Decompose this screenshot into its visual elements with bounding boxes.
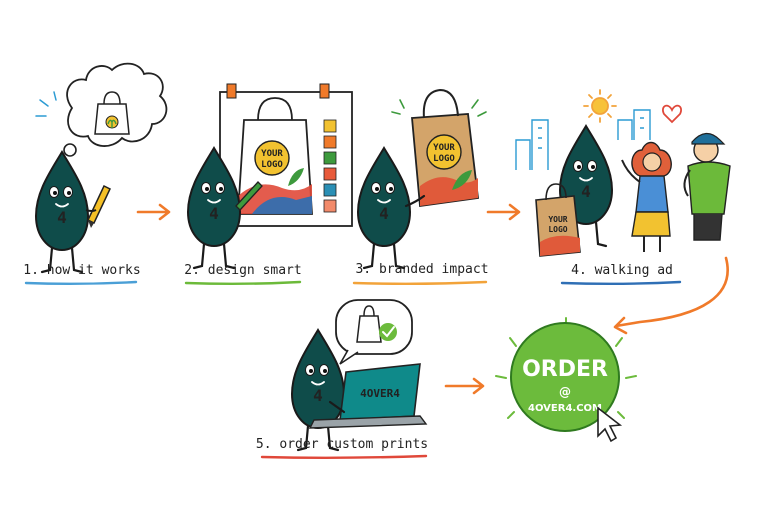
checkmark-icon (379, 323, 397, 341)
step-4-label: 4. walking ad (571, 263, 673, 278)
step-2-design-smart: YOUR LOGO 4 2. design smart (184, 83, 353, 285)
mascot-number: 4 (313, 386, 323, 405)
bag-logo-line1: YOUR (548, 215, 567, 224)
arrow-5-to-cta (444, 377, 485, 395)
mascot-number: 4 (581, 182, 591, 201)
sun-icon (583, 89, 617, 123)
laptop-icon: 4OVER4 (308, 363, 428, 429)
step-2-label: 2. design smart (184, 263, 301, 278)
shopping-bag: YOUR LOGO (535, 183, 581, 257)
bag-logo-line2: LOGO (261, 160, 283, 170)
kraft-shopping-bag: YOUR LOGO (411, 88, 479, 208)
thought-bubble (55, 62, 168, 167)
step-3-underline (352, 280, 488, 285)
cta-line1: ORDER (522, 357, 608, 382)
step-3-label: 3. branded impact (355, 262, 488, 277)
step-4-underline (560, 280, 682, 285)
pencil-icon (87, 184, 111, 228)
step-5-underline (260, 454, 428, 459)
laptop-brand: 4OVER4 (360, 387, 400, 400)
heart-icon (662, 104, 682, 124)
step-3-branded-impact: YOUR LOGO 4 3. branded impact (352, 88, 489, 285)
bag-logo-line1: YOUR (261, 149, 283, 159)
bag-logo-line2: LOGO (433, 154, 455, 164)
marker-icon (235, 181, 263, 211)
waving-woman (621, 141, 672, 252)
mascot-number: 4 (379, 204, 389, 223)
city-skyline (515, 109, 651, 170)
arrow-3-to-4 (486, 203, 521, 221)
step-5-order-custom-prints: 4 4OVER4 5. order custom prints (256, 299, 428, 459)
cursor-icon (597, 406, 623, 443)
bag-icon (94, 91, 130, 135)
thumbs-up-man (683, 132, 731, 241)
bag-logo-line2: LOGO (548, 225, 567, 234)
mascot-number: 4 (57, 208, 67, 227)
speech-bubble (335, 299, 413, 365)
cta-line3: 4OVER4.COM (528, 403, 602, 414)
color-swatches (323, 119, 337, 213)
bag-logo-line1: YOUR (433, 143, 455, 153)
order-cta-circle[interactable]: ORDER @ 4OVER4.COM (495, 317, 637, 443)
step-4-walking-ad: 4 YOUR LOGO 4. walking ad (515, 89, 731, 285)
step-5-label: 5. order custom prints (256, 437, 428, 452)
step-2-underline (184, 280, 302, 285)
arrow-1-to-2 (136, 203, 171, 221)
cta-line2: @ (559, 385, 571, 399)
mascot-number: 4 (209, 204, 219, 223)
step-1-how-it-works: 4 1. how it works (23, 62, 168, 285)
step-1-label: 1. how it works (23, 263, 140, 278)
arrow-4-to-cta (613, 256, 729, 335)
step-1-underline (24, 280, 138, 285)
